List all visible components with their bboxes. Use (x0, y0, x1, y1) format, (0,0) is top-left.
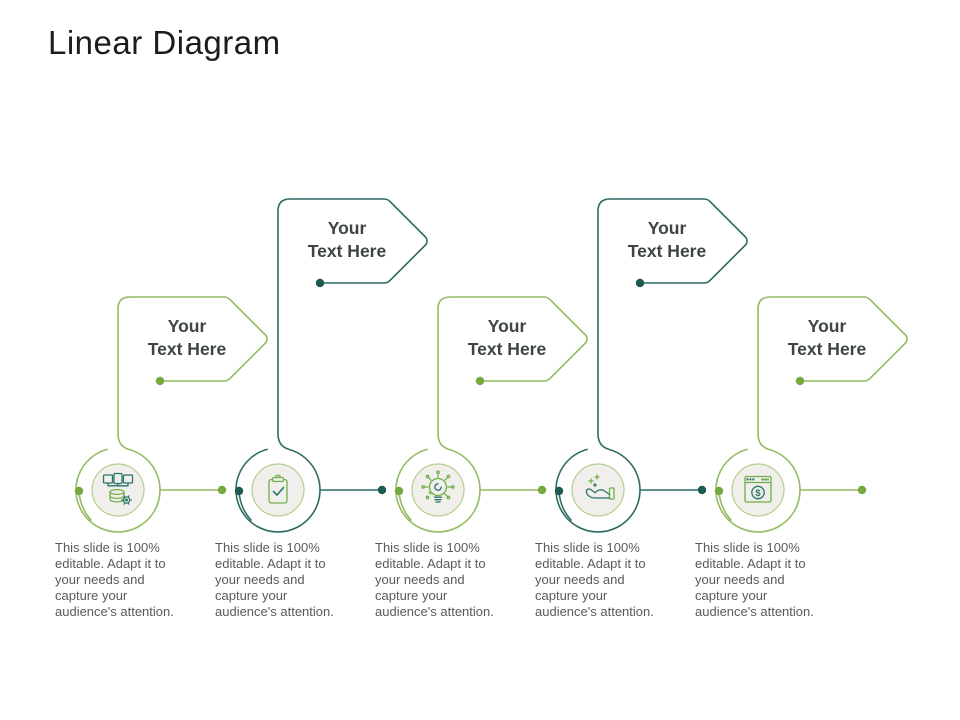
banner-dot (795, 376, 805, 386)
icon-circle (251, 463, 305, 517)
connector-dot (697, 485, 707, 495)
slide-title: Linear Diagram (48, 24, 281, 61)
node-description: This slide is 100% editable. Adapt it to… (535, 540, 654, 619)
swirl-tail-dot (554, 486, 564, 496)
banner-and-swirl-outline (75, 296, 268, 533)
banner-label: Your Text Here (467, 316, 547, 359)
timeline-node (554, 198, 748, 533)
network-servers-icon (102, 472, 134, 505)
banner-and-swirl-outline (555, 198, 748, 533)
swirl-tail-dot (394, 486, 404, 496)
node-description: This slide is 100% editable. Adapt it to… (375, 540, 494, 619)
banner-dot (155, 376, 165, 386)
svg-text:$: $ (755, 488, 761, 499)
connector-dot (537, 485, 547, 495)
banner-and-swirl-outline (395, 296, 588, 533)
connector-dot (377, 485, 387, 495)
timeline-node (234, 198, 428, 533)
banner-dot (475, 376, 485, 386)
node-description: This slide is 100% editable. Adapt it to… (55, 540, 174, 619)
banner-and-swirl-outline (715, 296, 908, 533)
banner-dot (315, 278, 325, 288)
idea-bulb-icon (421, 470, 455, 503)
payment-window-icon: $ (744, 475, 772, 503)
connector-dot (857, 485, 867, 495)
node-description: This slide is 100% editable. Adapt it to… (695, 540, 814, 619)
banner-label: Your Text Here (787, 316, 867, 359)
banner-label: Your Text Here (627, 218, 707, 261)
node-description: This slide is 100% editable. Adapt it to… (215, 540, 334, 619)
hand-care-icon (585, 474, 615, 500)
timeline-node: $ (714, 296, 908, 533)
banner-label: Your Text Here (307, 218, 387, 261)
swirl-tail-dot (74, 486, 84, 496)
timeline-node (74, 296, 268, 533)
timeline-node (394, 296, 588, 533)
banner-label: Your Text Here (147, 316, 227, 359)
connector-dot (217, 485, 227, 495)
banner-and-swirl-outline (235, 198, 428, 533)
swirl-tail-dot (234, 486, 244, 496)
clipboard-check-icon (268, 474, 288, 504)
swirl-tail-dot (714, 486, 724, 496)
banner-dot (635, 278, 645, 288)
